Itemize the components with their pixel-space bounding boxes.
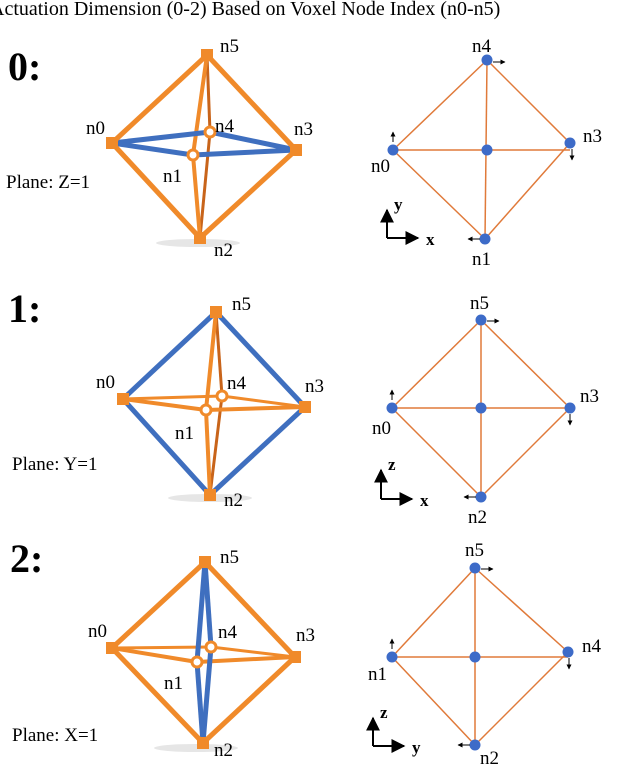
plane-label: Plane: Z=1 [6,172,90,193]
octahedron-3d [117,306,311,502]
axis-indicator: z x [374,455,429,510]
node-label: n3 [296,625,315,646]
node-label: n4 [218,622,238,643]
node-label: n3 [583,126,602,147]
node-label: n5 [220,547,239,568]
node-label: n3 [294,119,313,140]
node-label: n2 [480,748,499,766]
node-label: n0 [372,418,391,439]
axis-label: z [380,703,388,722]
panel-1: 1: n0 n1 n2 n3 n4 n5 [8,286,599,528]
axis-indicator: z y [366,703,421,757]
plane-label: Plane: X=1 [12,725,98,746]
plane-label: Plane: Y=1 [12,454,97,475]
node-label: n0 [86,118,105,139]
node-label: n5 [465,540,484,561]
octahedron-2d [387,54,576,245]
node-label: n1 [368,664,387,685]
node-label: n2 [468,507,487,528]
node-label: n1 [472,249,491,270]
node-label: n3 [305,376,324,397]
node-label: n5 [220,36,239,57]
panel-2: 2: n0 n1 n2 n3 n4 [10,536,602,766]
panel-0: 0: n0 n1 n2 [6,36,602,270]
panel-index: 2: [10,536,43,581]
node-label: n0 [371,156,390,177]
panel-index: 0: [8,44,41,89]
node-label: n1 [163,166,182,187]
node-label: n5 [232,294,251,315]
axis-label: x [426,230,435,249]
node-label: n2 [214,740,233,761]
octahedron-2d [386,562,574,751]
octahedron-3d [106,49,302,247]
panel-index: 1: [8,286,41,331]
node-label: n4 [215,116,235,137]
node-label: n2 [224,490,243,511]
axis-indicator: y x [380,195,435,249]
node-label: n3 [580,386,599,407]
node-label: n0 [88,621,107,642]
axis-label: y [412,738,421,757]
node-label: n4 [227,373,247,394]
axis-label: z [388,455,396,474]
node-label: n2 [214,240,233,261]
node-label: n4 [582,636,602,657]
octahedron-3d [106,556,301,752]
figure-title: Actuation Dimension (0-2) Based on Voxel… [0,0,500,20]
node-label: n1 [175,423,194,444]
node-label: n5 [470,293,489,314]
axis-label: y [394,195,403,214]
axis-label: x [420,491,429,510]
node-label: n4 [472,36,492,57]
node-label: n0 [96,372,115,393]
node-label: n1 [164,673,183,694]
octahedron-2d [386,314,576,503]
